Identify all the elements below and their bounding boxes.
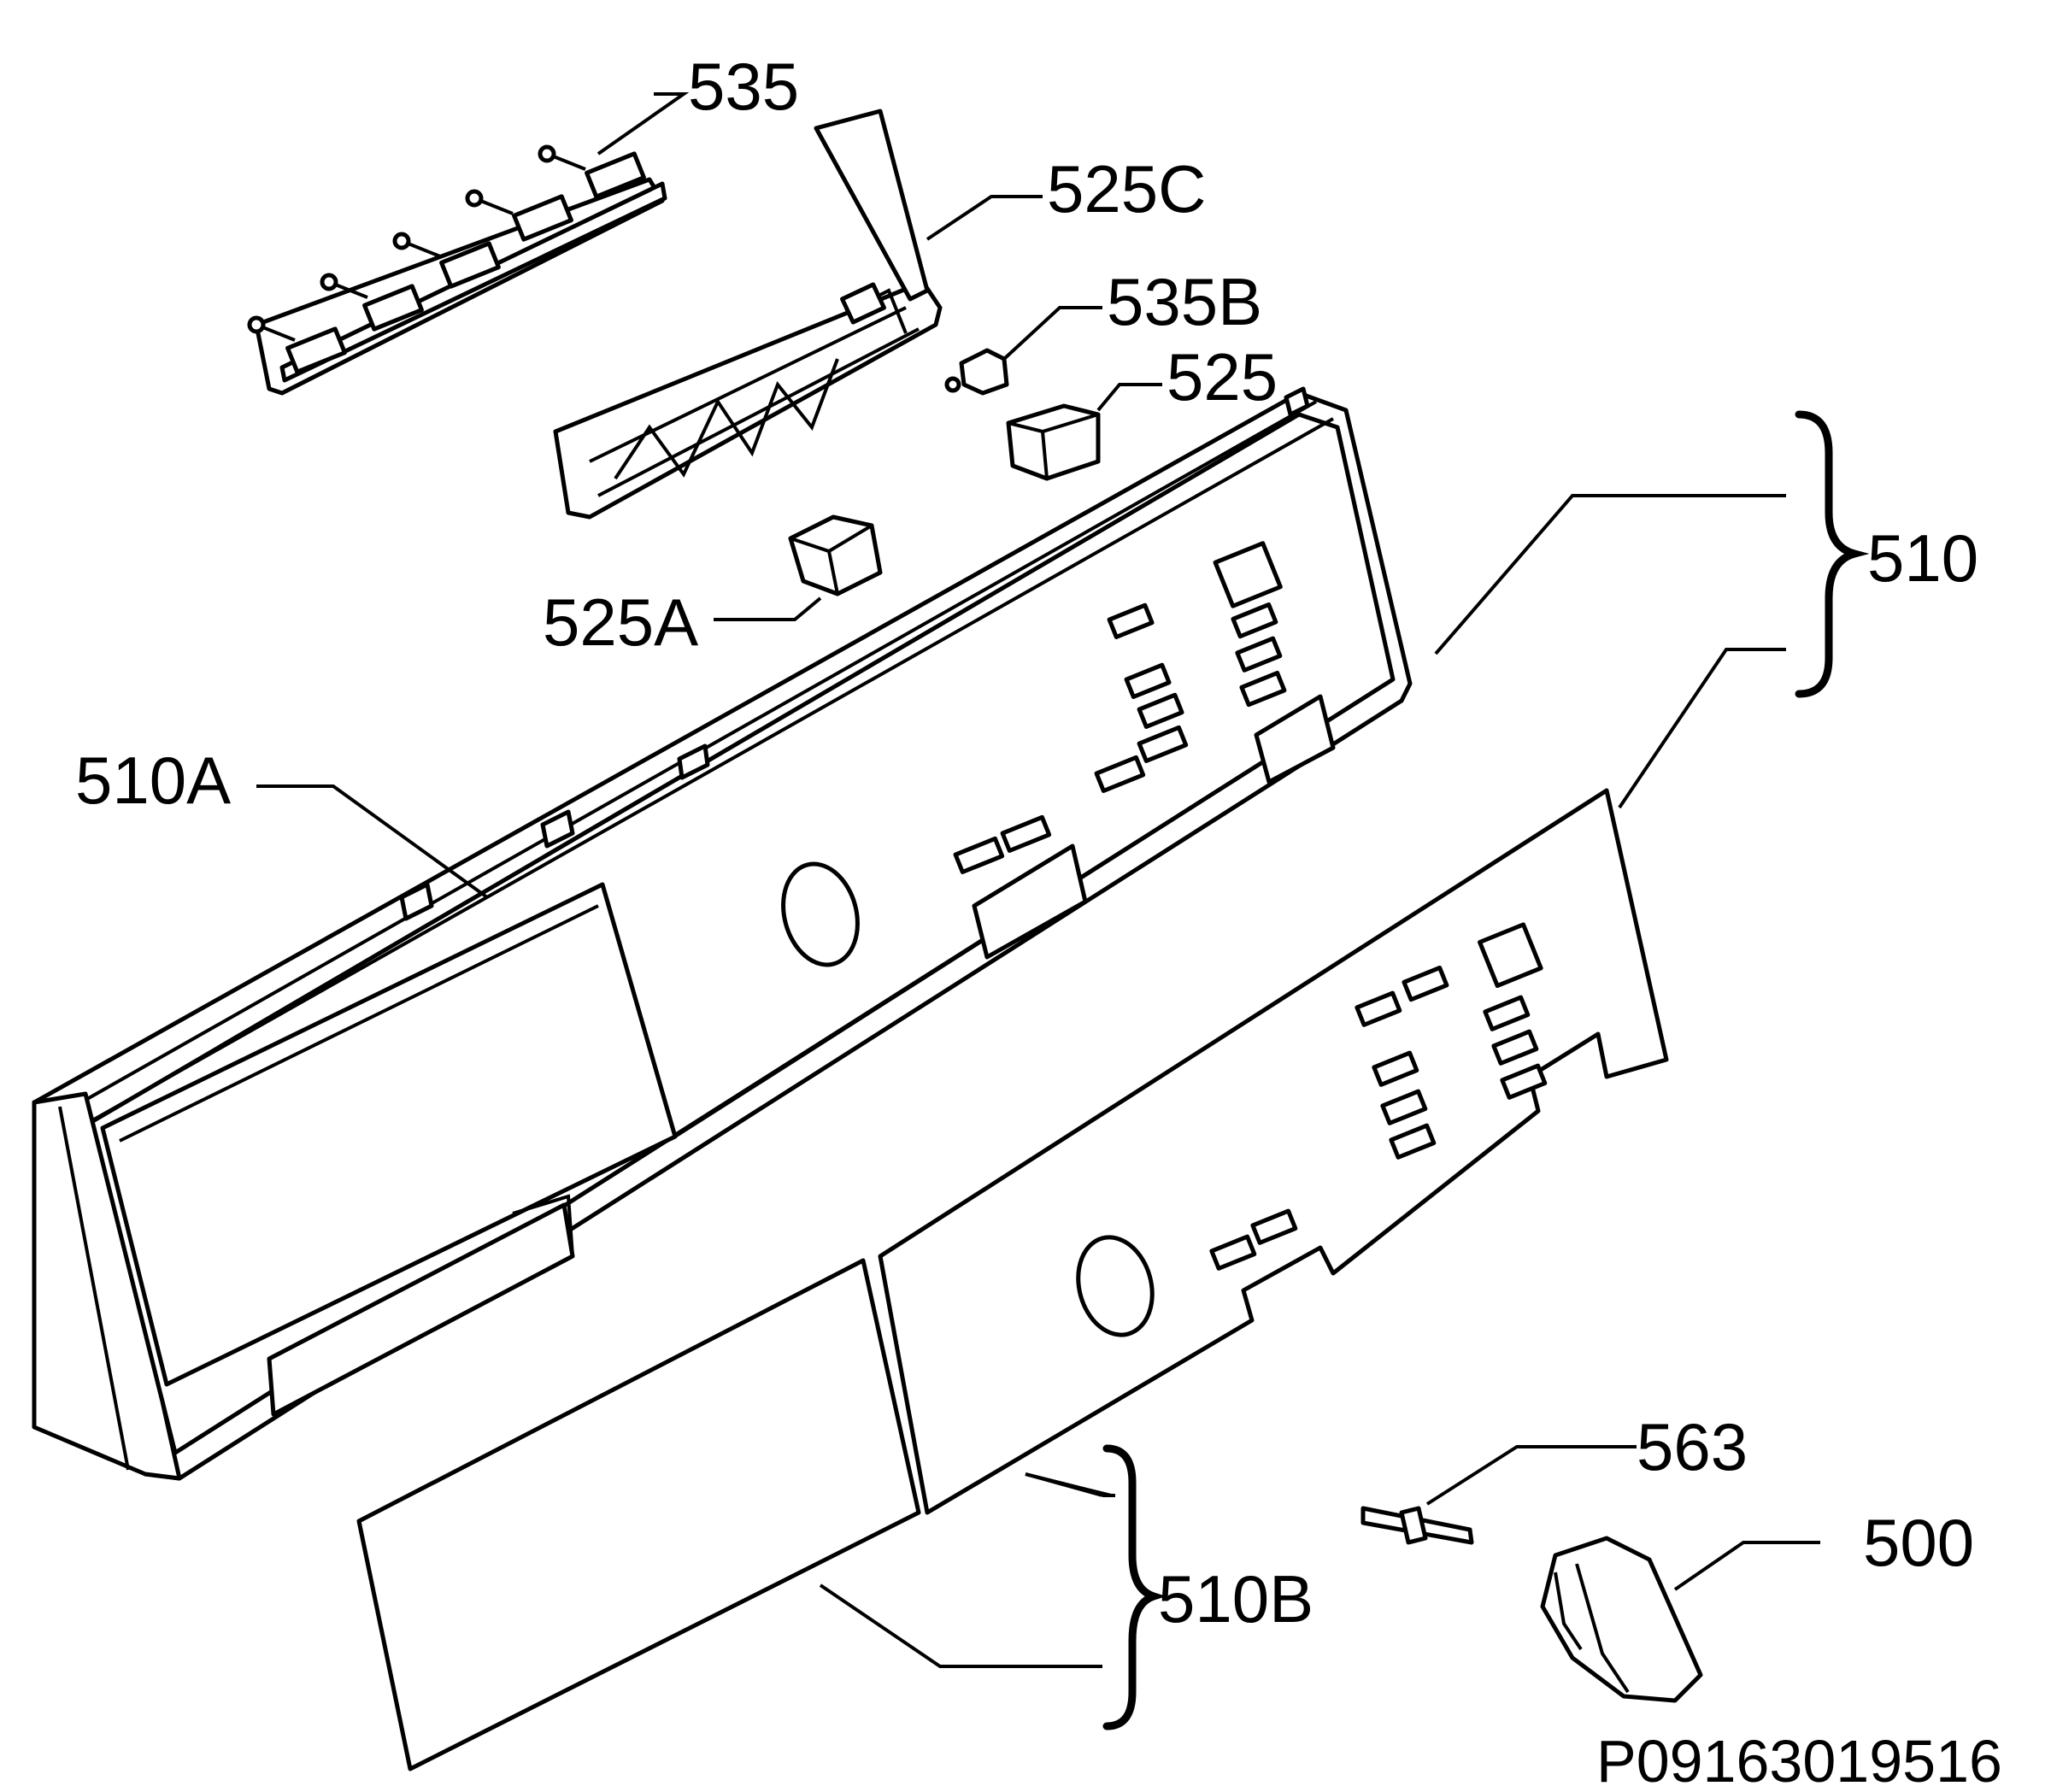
label-510b: 510B	[1158, 1561, 1313, 1636]
label-525a: 525A	[543, 585, 698, 660]
part-535b-clip	[944, 348, 1009, 396]
part-525c-frame	[553, 109, 943, 520]
leader-lines	[256, 92, 1820, 1668]
part-563-pin	[1360, 1506, 1474, 1545]
part-535-button-strip	[247, 144, 667, 396]
label-535: 535	[688, 49, 799, 124]
label-525: 525	[1167, 339, 1278, 414]
label-510: 510	[1867, 520, 1978, 596]
part-510-control-panel	[32, 386, 1413, 1481]
part-525-cover	[1006, 403, 1101, 481]
label-500: 500	[1863, 1505, 1974, 1580]
label-525c: 525C	[1047, 151, 1206, 226]
label-563: 563	[1637, 1409, 1748, 1484]
reference-code: P09163019516	[1596, 1728, 2002, 1792]
part-525a-cover	[788, 514, 883, 596]
part-510b-overlays	[356, 788, 1669, 1771]
braces	[1102, 410, 1870, 1730]
part-labels: 535 525C 535B 525 510 525A 510A 563 500 …	[75, 49, 2002, 1792]
part-500-knob	[1540, 1536, 1703, 1703]
label-535b: 535B	[1107, 264, 1262, 339]
label-510a: 510A	[75, 743, 231, 818]
